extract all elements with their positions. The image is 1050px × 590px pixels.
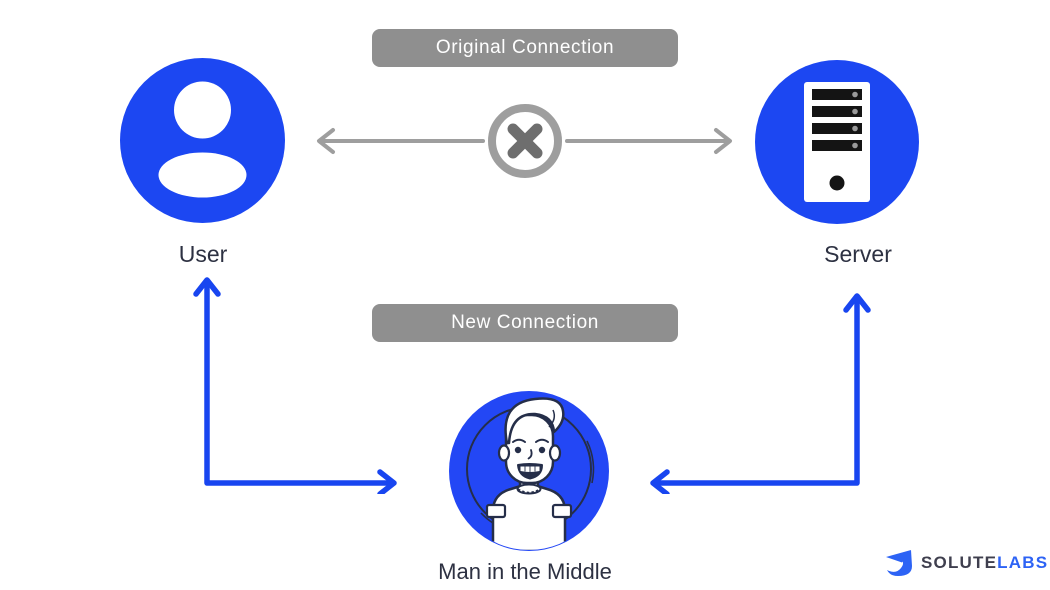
solutelabs-wordmark: SOLUTELABS (921, 548, 1048, 578)
logo-text-primary: SOLUTE (921, 553, 998, 572)
original-connection-badge: Original Connection (372, 29, 678, 67)
man-in-the-middle-label: Man in the Middle (438, 559, 612, 584)
original-connection-arrow (317, 104, 732, 178)
new-connection-badge: New Connection (372, 304, 678, 342)
double-arrow-line (317, 128, 732, 154)
user-icon (120, 58, 285, 223)
logo-text-accent: LABS (997, 553, 1049, 572)
user-label: User (178, 241, 228, 267)
man-avatar-art (466, 397, 595, 550)
solutelabs-logo: SOLUTELABS (884, 548, 1048, 578)
new-connection-arrow-user (193, 277, 397, 494)
x-circle-icon (488, 104, 562, 178)
server-icon (755, 60, 919, 224)
man-avatar-icon (449, 391, 609, 551)
new-connection-arrow-server (650, 293, 871, 494)
solutelabs-mark-icon (886, 550, 912, 576)
server-label: Server (824, 241, 892, 267)
